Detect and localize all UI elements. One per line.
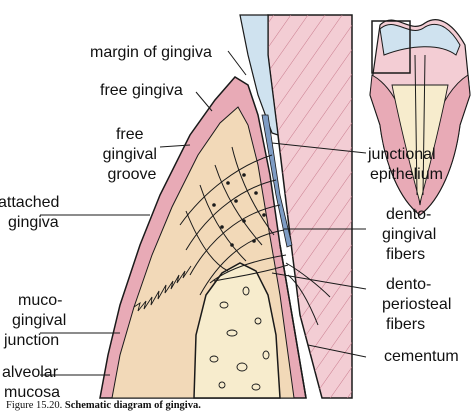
caption-title: Schematic diagram of gingiva. [64,400,201,411]
inset-highlight-box [371,20,411,74]
label-free-gingival-groove: free gingival groove [103,126,162,183]
rete-ridges [133,265,192,312]
label-junctional-epithelium: junctional epithelium [367,146,443,183]
label-cementum: cementum [384,348,459,365]
inset-tooth [369,19,471,216]
label-dentoperiosteal-fibers: dento- periosteal fibers [382,276,456,333]
figure-caption: Figure 15.20. Schematic diagram of gingi… [6,400,201,411]
gingival-fibers [179,146,331,326]
label-dentogingival-fibers: dento- gingival fibers [382,206,441,263]
junctional-epithelium [261,114,293,248]
cementum-layer [279,244,307,399]
bone-texture [209,286,270,391]
alveolar-bone [193,262,281,399]
enamel [239,14,279,136]
label-margin-of-gingiva: margin of gingiva [90,44,212,61]
main-panel [99,14,353,399]
label-free-gingiva: free gingiva [100,82,183,99]
labels: margin of gingiva free gingiva free ging… [0,44,459,401]
label-attached-gingiva: attached gingiva [0,194,64,231]
fiber-cross-sections [212,173,266,247]
label-mucogingival-junction: muco- gingival junction [3,292,71,349]
leader-lines [40,50,367,376]
label-alveolar-mucosa: alveolar mucosa [2,364,62,401]
caption-number: Figure 15.20. [6,400,63,411]
